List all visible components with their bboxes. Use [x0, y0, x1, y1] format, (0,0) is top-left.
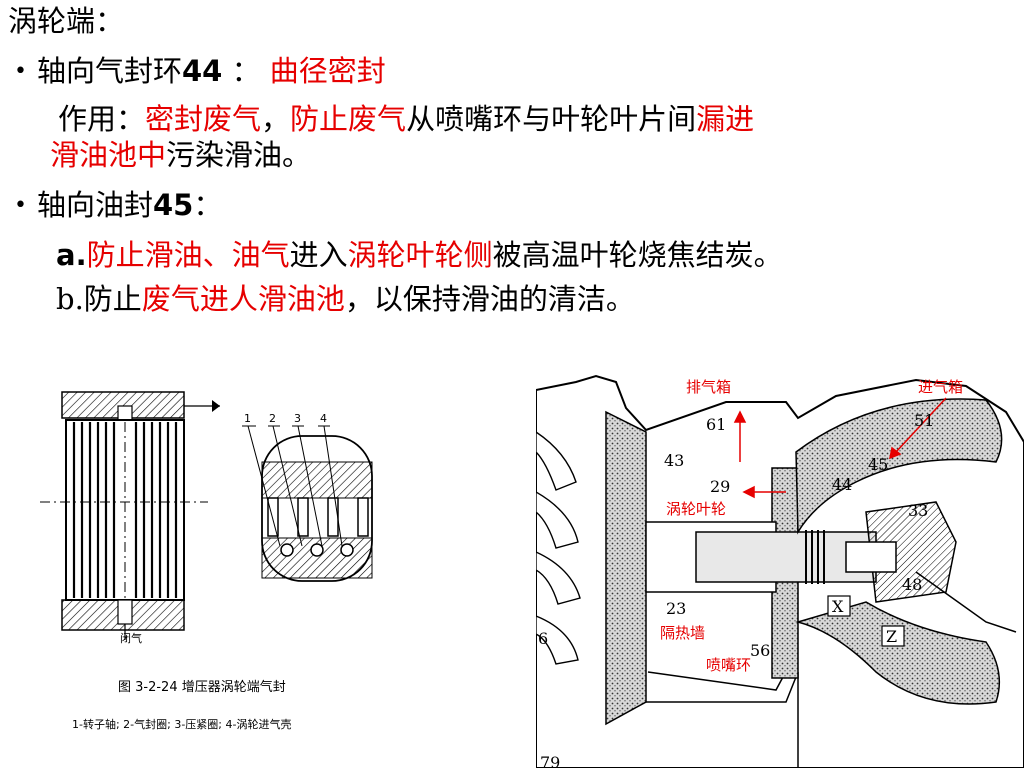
label-intake-box: 进气箱: [918, 378, 963, 396]
label-nozzle-ring: 喷嘴环: [706, 656, 751, 674]
item-b: b.防止废气进人滑油池，以保持滑油的清洁。: [56, 282, 635, 316]
gas-label: 闭气: [120, 631, 142, 645]
label-56: 56: [750, 641, 770, 660]
label-79: 79: [540, 753, 560, 768]
figure-caption: 图 3-2-24 增压器涡轮端气封: [118, 679, 286, 695]
part-number-3: 3: [294, 412, 301, 425]
effect-line-1: 作用：密封废气，防止废气从喷嘴环与叶轮叶片间漏进: [58, 102, 755, 136]
label-48: 48: [902, 575, 922, 594]
label-heat-wall: 隔热墙: [660, 624, 705, 642]
label-51: 51: [914, 411, 934, 430]
label-33: 33: [908, 501, 928, 520]
heading: 涡轮端：: [8, 4, 125, 38]
label-44: 44: [832, 475, 852, 494]
bullet-axial-oil-seal: •轴向油封45：: [14, 188, 223, 222]
part-number-4: 4: [320, 412, 327, 425]
figure-legend: 1-转子轴; 2-气封圈; 3-压紧圈; 4-涡轮进气壳: [72, 717, 291, 731]
label-z: Z: [886, 627, 897, 646]
bullet-dot: •: [14, 193, 27, 218]
label-23: 23: [666, 599, 686, 618]
seal-fins: [72, 422, 178, 598]
item-a: a.防止滑油、油气进入涡轮叶轮侧被高温叶轮烧焦结炭。: [56, 238, 783, 272]
label-61: 61: [706, 415, 726, 434]
label-43: 43: [664, 451, 684, 470]
label-45: 45: [868, 455, 888, 474]
part-number-1: 1: [244, 412, 251, 425]
flow-arrows: [733, 397, 947, 499]
turbine-end-gas-seal-figure: 闭气 1 2 3 4 图 3-2-24 增: [40, 391, 373, 731]
effect-line-2: 滑油池中污染滑油。: [50, 138, 312, 172]
label-6: 6: [538, 629, 548, 648]
label-x: X: [832, 597, 844, 616]
detail-view: 1 2 3 4: [242, 412, 373, 582]
bullet-dot: •: [14, 59, 27, 84]
intake-volute: [795, 398, 1003, 535]
label-exhaust-box: 排气箱: [686, 378, 731, 396]
part-number-2: 2: [269, 412, 276, 425]
turbine-blades: [536, 431, 581, 665]
turbocharger-cross-section: 61 51 43 45 29 44 33 48 23 56 X Z 6 79 排…: [536, 374, 1024, 768]
label-29: 29: [710, 477, 730, 496]
label-turbine-wheel: 涡轮叶轮: [666, 500, 726, 518]
bearing-housing: [865, 501, 957, 603]
bullet-axial-gas-seal: •轴向气封环44 ： 曲径密封: [14, 54, 386, 88]
